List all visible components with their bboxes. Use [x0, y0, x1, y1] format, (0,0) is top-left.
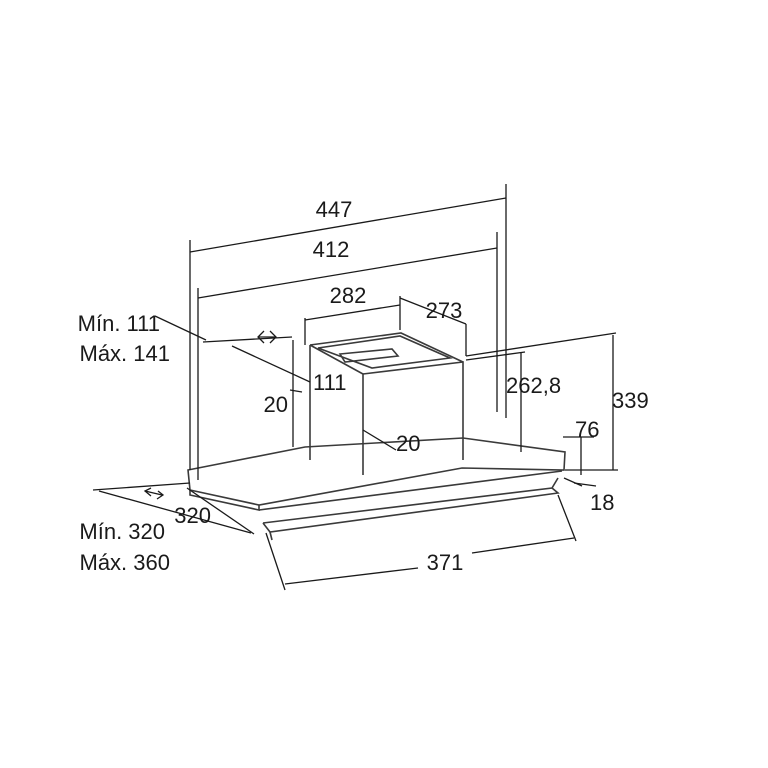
dimension-lines [92, 184, 618, 591]
inner-width-label: 412 [313, 237, 350, 262]
min-111-label: Mín. 111 [78, 311, 160, 336]
front-371-label: 371 [427, 550, 464, 575]
max-141-label: Máx. 141 [80, 341, 171, 366]
offset-111-label: 111 [313, 370, 346, 395]
depth-320-label: 320 [174, 503, 211, 528]
min-320-label: Mín. 320 [79, 519, 165, 544]
chimney-depth-label: 273 [426, 298, 463, 323]
chimney-width-label: 282 [330, 283, 367, 308]
height-339-label: 339 [612, 388, 649, 413]
gap-front-label: 20 [396, 431, 420, 456]
overall-width-label: 447 [316, 197, 353, 222]
dimension-labels: 447 412 282 273 Mín. 111 Máx. 141 111 20… [78, 197, 649, 575]
max-360-label: Máx. 360 [80, 550, 171, 575]
height-76-label: 76 [575, 417, 599, 442]
height-18-label: 18 [590, 490, 614, 515]
hood-outline [187, 332, 566, 541]
height-262-label: 262,8 [506, 373, 561, 398]
gap-left-label: 20 [264, 392, 288, 417]
